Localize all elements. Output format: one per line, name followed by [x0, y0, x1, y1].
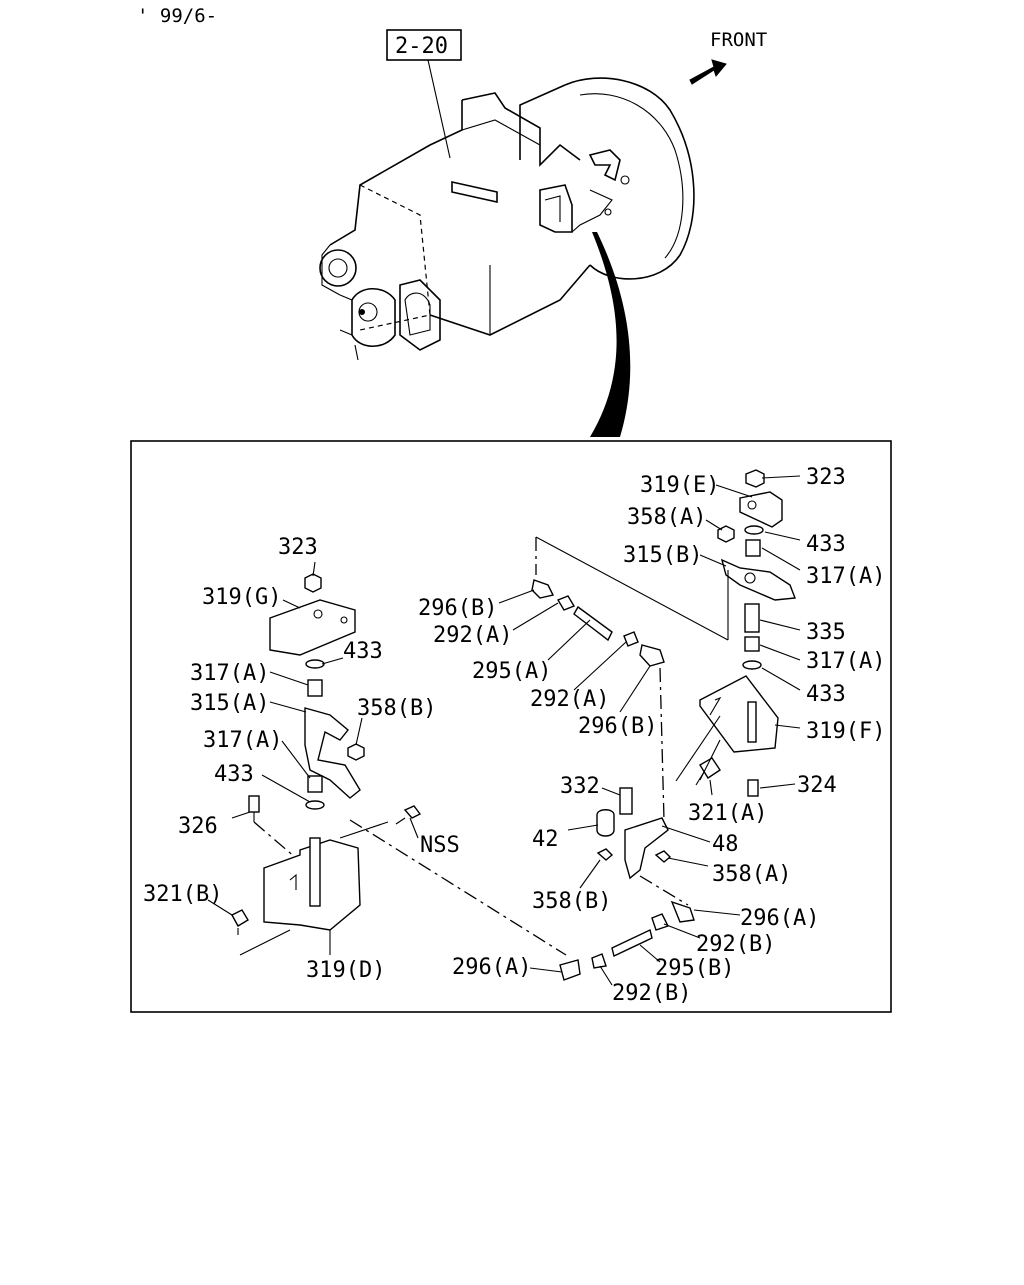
label-433[interactable]: 433 [806, 532, 846, 557]
label-323[interactable]: 323 [278, 535, 318, 560]
left-assembly [231, 573, 422, 956]
label-335[interactable]: 335 [806, 620, 846, 645]
label-296a[interactable]: 296(A) [740, 906, 819, 931]
label-358a[interactable]: 358(A) [712, 862, 791, 887]
label-317a[interactable]: 317(A) [806, 649, 885, 674]
label-317a[interactable]: 317(A) [203, 728, 282, 753]
detail-pointer-arrow [590, 232, 631, 437]
upper-link [531, 536, 729, 821]
part-labels: 323 319(E) 358(A) 433 315(B) 317(A) 335 … [143, 465, 885, 1006]
label-321a[interactable]: 321(A) [688, 801, 767, 826]
label-323[interactable]: 323 [806, 465, 846, 490]
label-321b[interactable]: 321(B) [143, 882, 222, 907]
label-317a[interactable]: 317(A) [190, 661, 269, 686]
lower-link [349, 819, 695, 981]
label-292a[interactable]: 292(A) [530, 687, 609, 712]
label-315b[interactable]: 315(B) [623, 543, 702, 568]
transmission-drawing [319, 77, 695, 361]
middle-lever [596, 787, 672, 880]
label-358a[interactable]: 358(A) [627, 505, 706, 530]
label-42[interactable]: 42 [532, 827, 559, 852]
right-assembly [675, 469, 796, 797]
label-433[interactable]: 433 [806, 682, 846, 707]
date-code: ' 99/6- [137, 5, 217, 27]
label-296b[interactable]: 296(B) [578, 714, 657, 739]
label-326[interactable]: 326 [178, 814, 218, 839]
ref-box-label[interactable]: 2-20 [395, 34, 448, 59]
label-319g[interactable]: 319(G) [202, 585, 281, 610]
label-292a[interactable]: 292(A) [433, 623, 512, 648]
label-319e[interactable]: 319(E) [640, 473, 719, 498]
label-324[interactable]: 324 [797, 773, 837, 798]
label-358b[interactable]: 358(B) [357, 696, 436, 721]
label-319d[interactable]: 319(D) [306, 958, 385, 983]
label-317a[interactable]: 317(A) [806, 564, 885, 589]
label-292b[interactable]: 292(B) [696, 932, 775, 957]
label-48[interactable]: 48 [712, 832, 739, 857]
label-296b[interactable]: 296(B) [418, 596, 497, 621]
ref-leader [427, 59, 451, 159]
detail-frame [130, 440, 892, 1013]
ref-box [386, 29, 462, 61]
label-292b[interactable]: 292(B) [612, 981, 691, 1006]
label-332[interactable]: 332 [560, 774, 600, 799]
label-296a[interactable]: 296(A) [452, 955, 531, 980]
front-label: FRONT [710, 29, 767, 51]
label-295a[interactable]: 295(A) [472, 659, 551, 684]
leader-lines [207, 475, 801, 986]
label-295b[interactable]: 295(B) [655, 956, 734, 981]
label-nss[interactable]: NSS [420, 833, 460, 858]
label-433[interactable]: 433 [214, 762, 254, 787]
label-433[interactable]: 433 [343, 639, 383, 664]
front-arrow-icon [689, 59, 727, 85]
label-315a[interactable]: 315(A) [190, 691, 269, 716]
label-319f[interactable]: 319(F) [806, 719, 885, 744]
label-358b[interactable]: 358(B) [532, 889, 611, 914]
